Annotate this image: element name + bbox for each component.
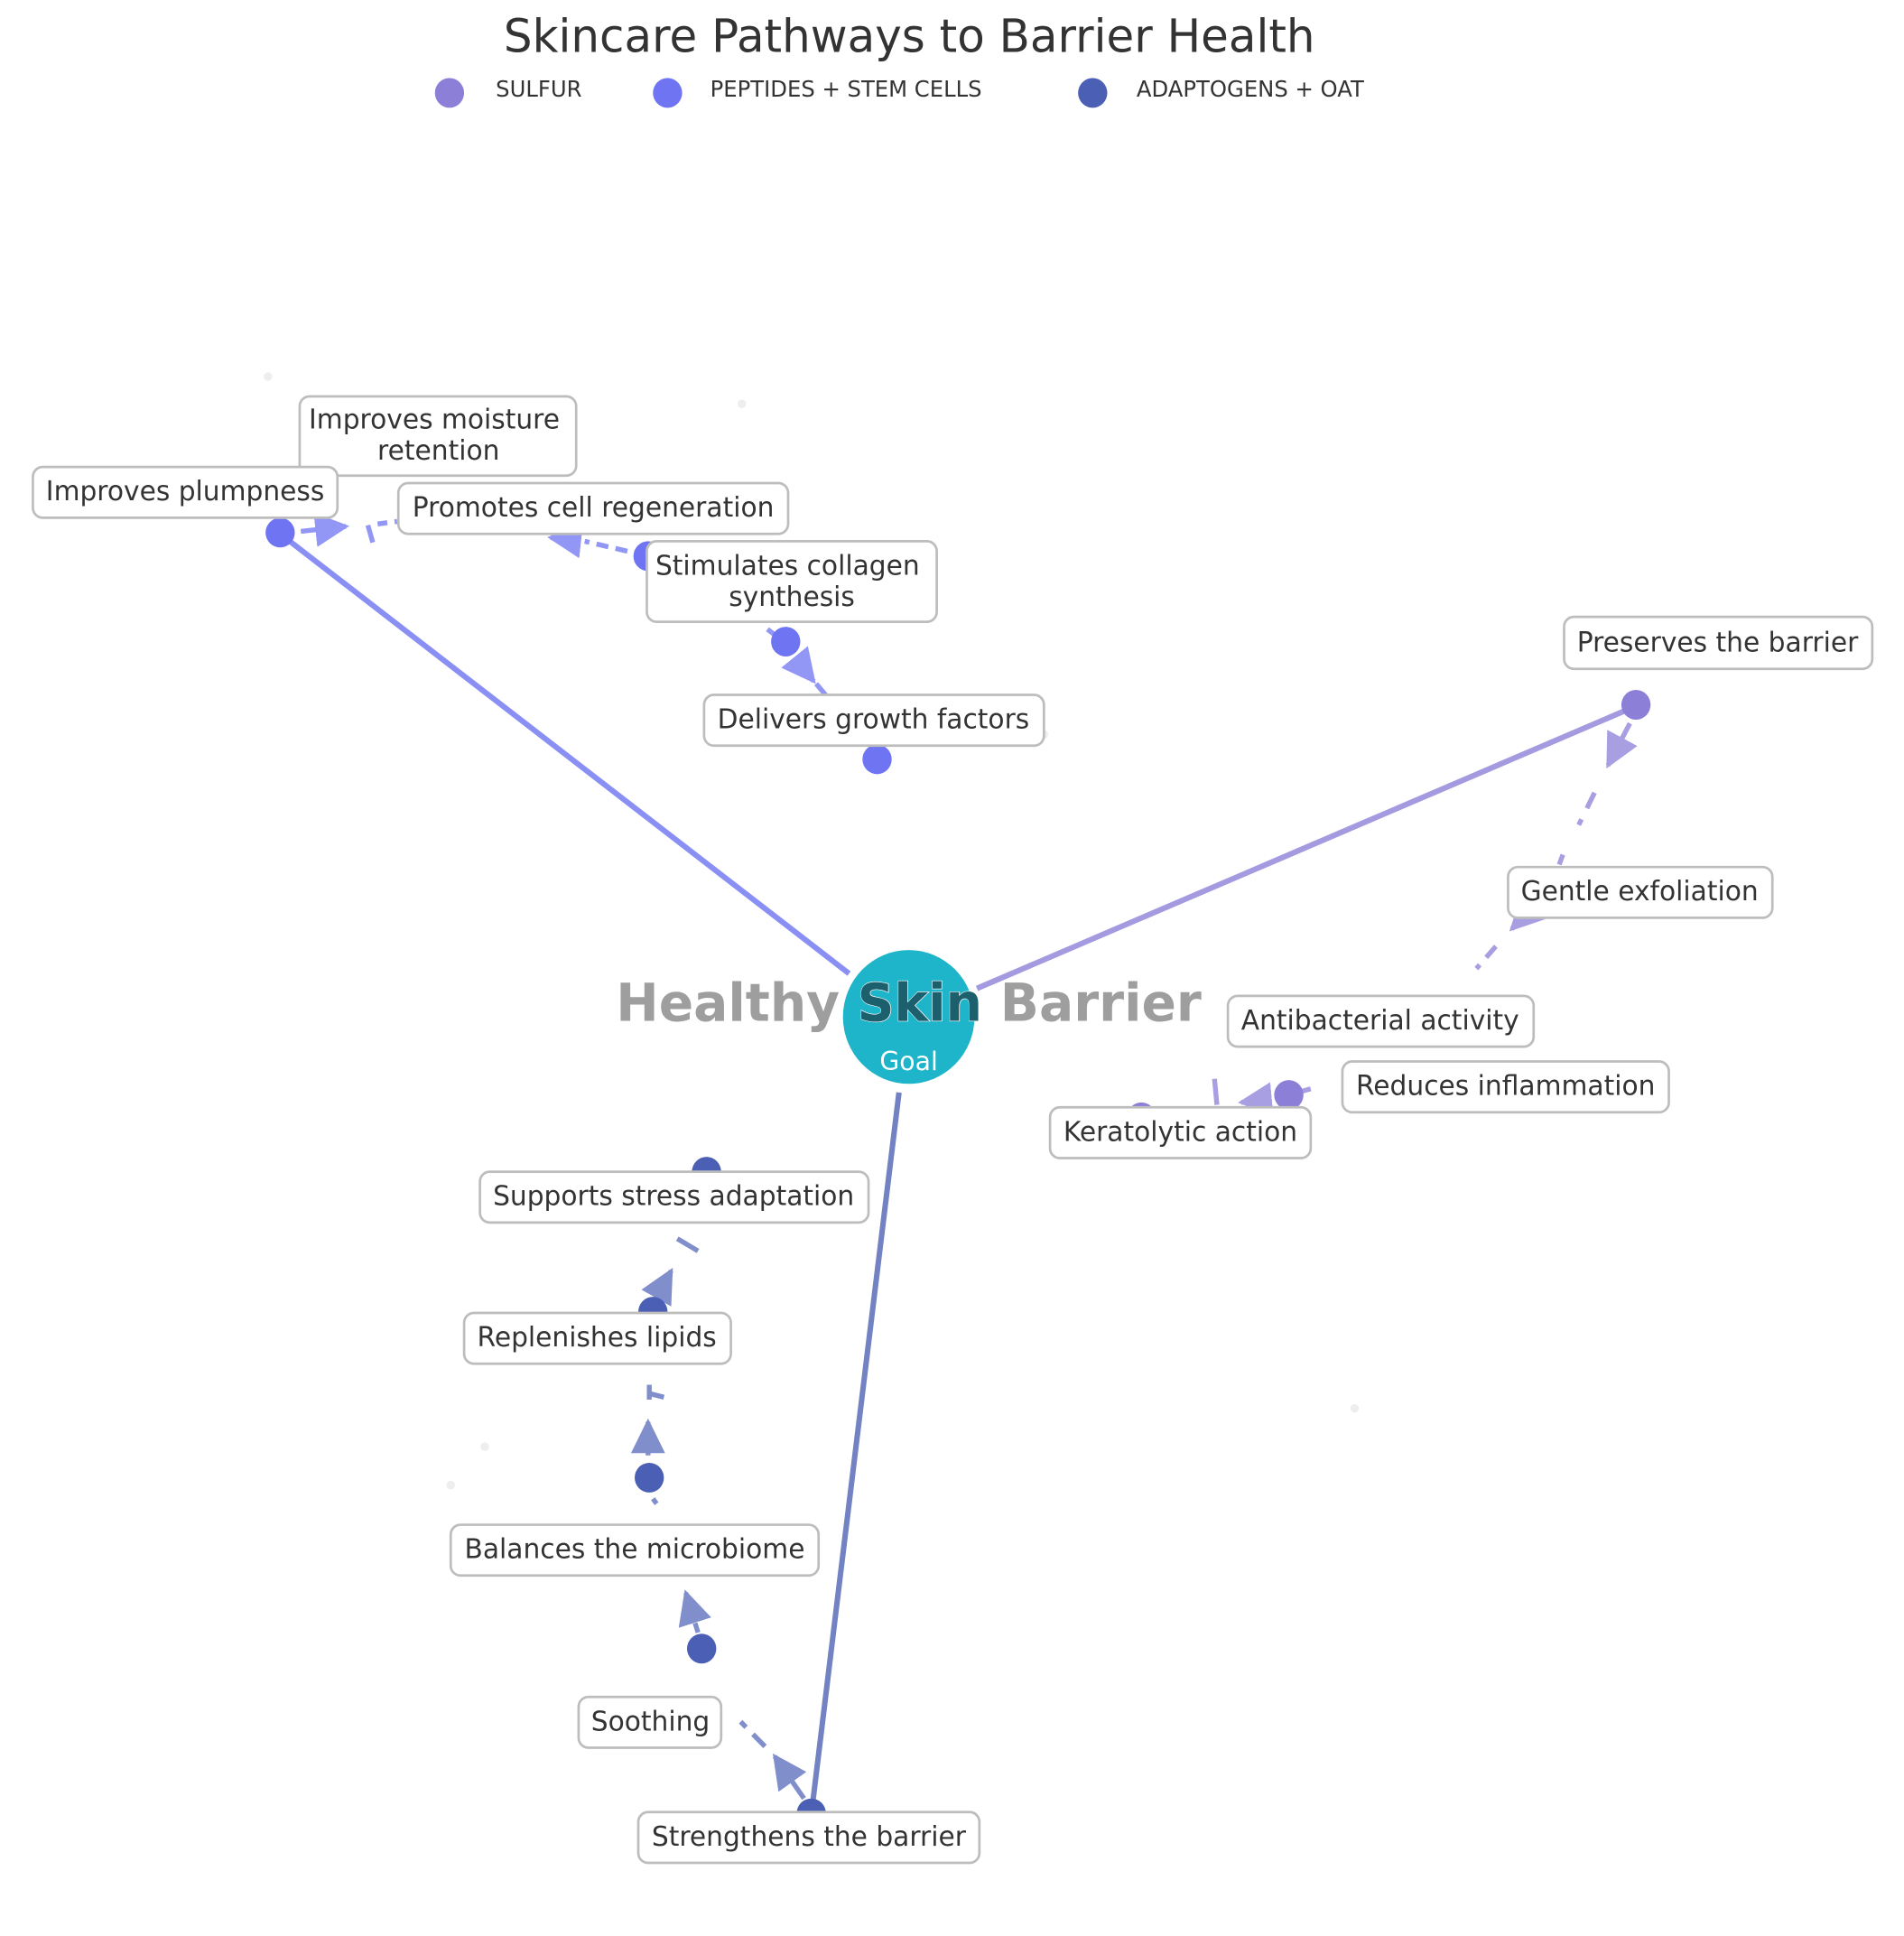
label-text: Replenishes lipids	[478, 1322, 717, 1354]
node-balances-the-microbiome[interactable]	[634, 1462, 664, 1493]
label-delivers-growth-factors: Delivers growth factors	[702, 693, 1045, 748]
label-text: Delivers growth factors	[718, 703, 1030, 735]
diagram-title: Skincare Pathways to Barrier Health	[503, 9, 1315, 63]
label-text: Antibacterial activity	[1241, 1005, 1519, 1037]
label-box	[462, 1311, 732, 1365]
label-text: Improves moisture retention	[309, 404, 568, 467]
edge-dashed	[376, 518, 398, 526]
label-preserves-the-barrier: Preserves the barrier	[1563, 615, 1874, 671]
label-gentle-exfoliation: Gentle exfoliation	[1507, 865, 1774, 919]
goal-circle[interactable]	[842, 950, 975, 1084]
edge-dashed	[365, 524, 376, 544]
label-improves-moisture-retention: Improves moisture retention	[298, 395, 578, 478]
label-balances-the-microbiome: Balances the microbiome	[449, 1523, 821, 1578]
adaptogens-chain	[630, 1236, 807, 1801]
legend-label-sulfur: SULFUR	[496, 77, 582, 103]
label-replenishes-lipids: Replenishes lipids	[462, 1311, 732, 1365]
label-box	[577, 1695, 723, 1749]
label-text: Strengthens the barrier	[652, 1821, 967, 1853]
edge-dashed	[1556, 853, 1565, 866]
speck	[446, 1480, 455, 1490]
label-text: Keratolytic action	[1063, 1116, 1297, 1148]
node-delivers-growth-factors[interactable]	[862, 744, 892, 775]
label-text: Soothing	[591, 1706, 710, 1737]
label-box	[32, 465, 339, 519]
label-promotes-cell-regeneration: Promotes cell regeneration	[396, 481, 790, 535]
goal-node[interactable]: Healthy Skin Barrier Skin Goal	[616, 950, 1203, 1084]
label-box	[449, 1523, 821, 1578]
label-box	[1507, 865, 1774, 919]
label-box	[1341, 1060, 1670, 1114]
trunk-edge-peptides	[278, 531, 851, 976]
node-improves-plumpness[interactable]	[265, 517, 295, 548]
goal-title: Healthy Skin Barrier	[616, 973, 1202, 1034]
speck	[264, 372, 273, 381]
goal-subtitle: Goal	[879, 1046, 938, 1076]
background-specks	[264, 372, 1360, 1490]
edge-dashed	[1474, 945, 1498, 971]
edge-dashed	[651, 1497, 659, 1505]
edge-dashed	[648, 1391, 665, 1400]
edge-dashed	[584, 538, 628, 554]
label-text: Improves plumpness	[46, 476, 325, 507]
node-reduces-inflammation[interactable]	[1274, 1080, 1304, 1111]
label-box	[298, 395, 578, 478]
edge-strengthens-to-soothing	[772, 1753, 807, 1801]
label-line-2: retention	[377, 435, 499, 467]
label-box	[1048, 1105, 1313, 1159]
label-text: Preserves the barrier	[1577, 627, 1859, 658]
label-text: Promotes cell regeneration	[413, 492, 775, 524]
label-soothing: Soothing	[577, 1695, 723, 1749]
label-antibacterial-activity: Antibacterial activity	[1226, 994, 1536, 1048]
edge-lipids-to-stress	[641, 1268, 673, 1307]
speck	[738, 399, 747, 408]
label-box	[478, 1170, 870, 1224]
edge-growth-to-collagen	[781, 646, 816, 684]
label-box	[396, 481, 790, 535]
label-keratolytic-action: Keratolytic action	[1048, 1105, 1313, 1159]
speck	[480, 1442, 489, 1451]
edge-plumpness-to-moisture	[300, 512, 349, 547]
legend-label-peptides: PEPTIDES + STEM CELLS	[710, 77, 982, 103]
label-text: Reduces inflammation	[1356, 1070, 1655, 1102]
edge-collagen-to-regeneration	[547, 524, 583, 559]
label-box	[646, 540, 938, 623]
legend-marker-sulfur	[434, 78, 465, 108]
legend-marker-peptides	[653, 78, 683, 108]
edge-soothing-to-microbiome	[678, 1589, 711, 1634]
trunk-edge-adaptogens	[808, 1092, 902, 1815]
node-soothing[interactable]	[687, 1634, 717, 1664]
label-line-2: synthesis	[729, 582, 855, 613]
edge-dashed	[738, 1719, 767, 1749]
edge-dashed	[1212, 1078, 1220, 1105]
edge-dashed	[675, 1236, 700, 1253]
label-supports-stress-adaptation: Supports stress adaptation	[478, 1170, 870, 1224]
node-preserves-the-barrier[interactable]	[1621, 690, 1651, 720]
label-box	[636, 1810, 981, 1865]
label-text: Balances the microbiome	[465, 1533, 805, 1565]
label-box	[1563, 615, 1874, 671]
label-reduces-inflammation: Reduces inflammation	[1341, 1060, 1670, 1114]
edge-dashed	[1576, 791, 1597, 826]
label-improves-plumpness: Improves plumpness	[32, 465, 339, 519]
trunk-edge-sulfur	[975, 703, 1638, 991]
label-text: Gentle exfoliation	[1521, 876, 1759, 908]
label-strengthens-the-barrier: Strengthens the barrier	[636, 1810, 981, 1865]
label-box	[702, 693, 1045, 748]
label-line-1: Improves moisture	[309, 404, 560, 435]
legend-label-adaptogens: ADAPTOGENS + OAT	[1136, 77, 1364, 103]
speck	[1350, 1403, 1360, 1413]
legend-marker-adaptogens	[1078, 78, 1108, 108]
label-box	[1226, 994, 1536, 1048]
edge-inflammation-to-keratolytic	[1238, 1082, 1274, 1117]
label-text: Supports stress adaptation	[493, 1180, 854, 1212]
edge-preserves-to-exfoliation	[1605, 721, 1638, 769]
label-stimulates-collagen-synthesis: Stimulates collagen synthesis	[646, 540, 938, 623]
node-stimulates-collagen-synthesis[interactable]	[771, 627, 801, 657]
label-text: Stimulates collagen synthesis	[655, 550, 928, 613]
goal-core-word: Skin	[858, 973, 982, 1034]
label-line-1: Stimulates collagen	[655, 550, 920, 582]
